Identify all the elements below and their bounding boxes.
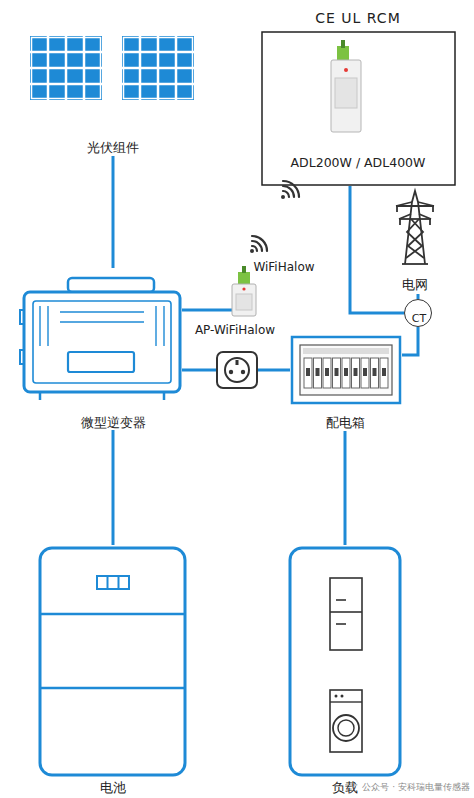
meter-box-node: CE UL RCM ADL200W / ADL400W xyxy=(262,6,456,186)
label-holder: CE UL RCM xyxy=(288,8,428,28)
device-box xyxy=(262,32,455,185)
node-label: 电网 xyxy=(402,277,428,292)
label-holder: 光伏组件 xyxy=(43,137,183,156)
solar-panel-node: 光伏组件 xyxy=(28,30,200,156)
label-holder: WiFiHalow xyxy=(214,256,354,275)
node-label: 微型逆变器 xyxy=(81,415,146,430)
wifi-icon xyxy=(250,236,267,253)
power-line xyxy=(112,430,115,545)
wifi-device-node: WiFiHalowAP-WiFiHalow xyxy=(232,232,322,318)
power-line xyxy=(350,186,404,313)
node-label: CE UL RCM xyxy=(315,10,400,26)
label-holder: 微型逆变器 xyxy=(43,412,183,431)
label-holder: AP-WiFiHalow xyxy=(165,319,305,338)
power-line xyxy=(112,156,115,268)
load-appliances xyxy=(290,548,400,775)
power-line xyxy=(182,309,232,312)
power-tower xyxy=(396,191,434,264)
load-node: 负载 xyxy=(288,545,402,795)
power-line xyxy=(402,327,418,355)
ct-circle: CT xyxy=(404,299,432,327)
node-label: 光伏组件 xyxy=(87,140,139,155)
label-holder: 电池 xyxy=(43,777,183,796)
label-holder: CT xyxy=(349,307,474,326)
node-label: ADL200W / ADL400W xyxy=(291,155,426,170)
solar-panel xyxy=(30,36,194,100)
node-label: 电池 xyxy=(100,780,126,795)
label-holder: ADL200W / ADL400W xyxy=(288,152,428,171)
power-socket xyxy=(217,352,257,388)
node-label: 配电箱 xyxy=(326,415,365,430)
watermark: 公众号 · 安科瑞电量传感器 xyxy=(362,781,470,794)
power-line xyxy=(344,431,347,545)
ct-label: CT xyxy=(412,312,426,325)
battery xyxy=(40,548,185,775)
wireless-icon xyxy=(281,181,299,199)
inverter-node: 微型逆变器 xyxy=(22,268,182,430)
battery-node: 电池 xyxy=(38,545,188,795)
distribution-box-node: 配电箱 xyxy=(290,335,402,431)
meter-device xyxy=(331,40,361,132)
node-label: 负载 xyxy=(332,780,358,795)
node-label: AP-WiFiHalow xyxy=(195,323,275,337)
grid-node: 电网 xyxy=(384,188,446,294)
node-label: WiFiHalow xyxy=(253,260,314,274)
micro-inverter xyxy=(20,278,180,400)
label-holder: 电网 xyxy=(345,274,474,293)
distribution-box xyxy=(292,337,400,403)
label-holder: 配电箱 xyxy=(275,412,415,431)
wifi-device xyxy=(232,266,256,316)
